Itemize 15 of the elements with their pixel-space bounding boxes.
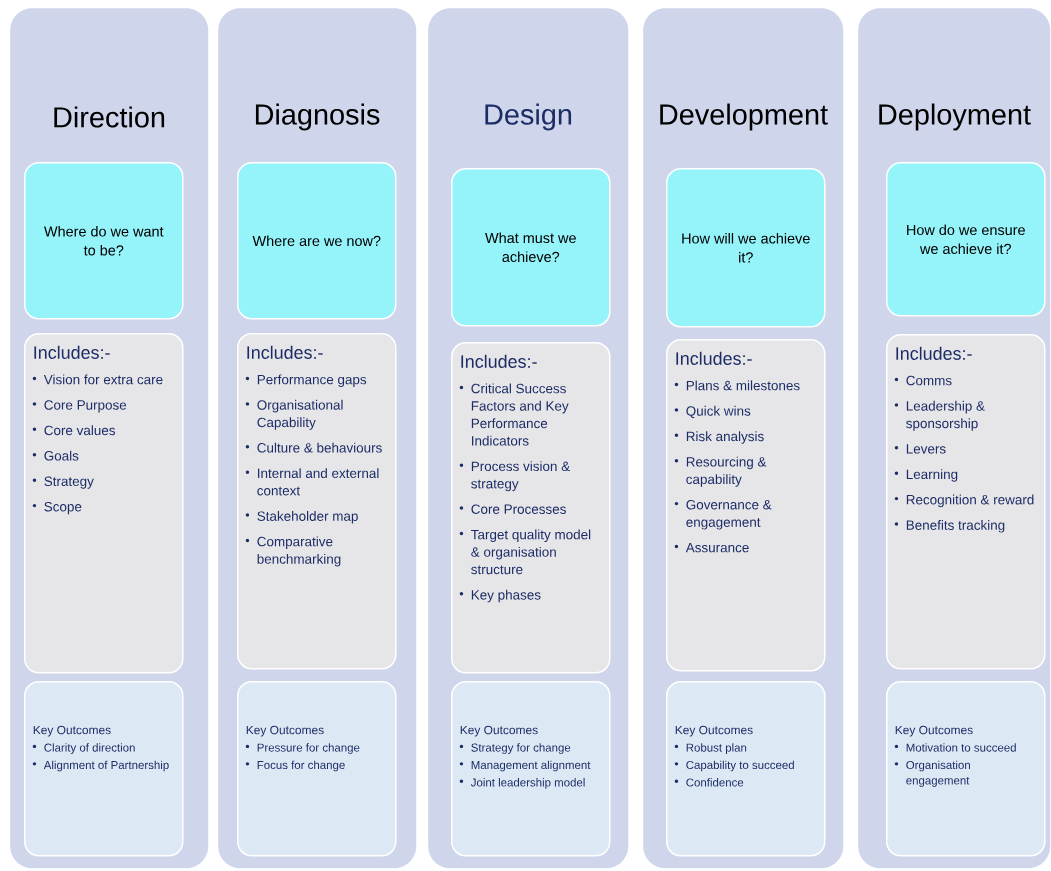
outcomes-box: Key Outcomes Strategy for change Management alignment Joint leadership model: [451, 681, 611, 857]
includes-box: Includes:- Comms Leadership & sponsorship Levers Learning Recognition & reward Benefits tracking: [886, 334, 1046, 670]
includes-box: Includes:- Vision for extra care Core Purpose Core values Goals Strategy Scope: [24, 333, 184, 674]
outcomes-box: Key Outcomes Pressure for change Focus for change: [237, 681, 397, 857]
outcomes-box: Key Outcomes Clarity of direction Alignment of Partnership: [24, 681, 184, 857]
includes-box: Includes:- Plans & milestones Quick wins Risk analysis Resourcing & capability Governance & engagement Assurance: [666, 339, 826, 672]
includes-box: Includes:- Performance gaps Organisational Capability Culture & behaviours Internal and external context Stakeholder map Comparative benchmarking: [237, 333, 397, 670]
outcomes-box: Key Outcomes Motivation to succeed Organisation engagement: [886, 681, 1046, 857]
includes-box: Includes:- Critical Success Factors and Key Performance Indicators Process vision & strategy Core Processes Target quality model & organisation structure Key phases: [451, 342, 611, 674]
question-box: What must we achieve?: [451, 168, 611, 327]
question-box: Where are we now?: [237, 162, 397, 320]
question-box: How do we ensure we achieve it?: [886, 162, 1046, 317]
question-box: Where do we want to be?: [24, 162, 184, 320]
outcomes-box: Key Outcomes Robust plan Capability to succeed Confidence: [666, 681, 826, 857]
question-box: How will we achieve it?: [666, 168, 826, 328]
